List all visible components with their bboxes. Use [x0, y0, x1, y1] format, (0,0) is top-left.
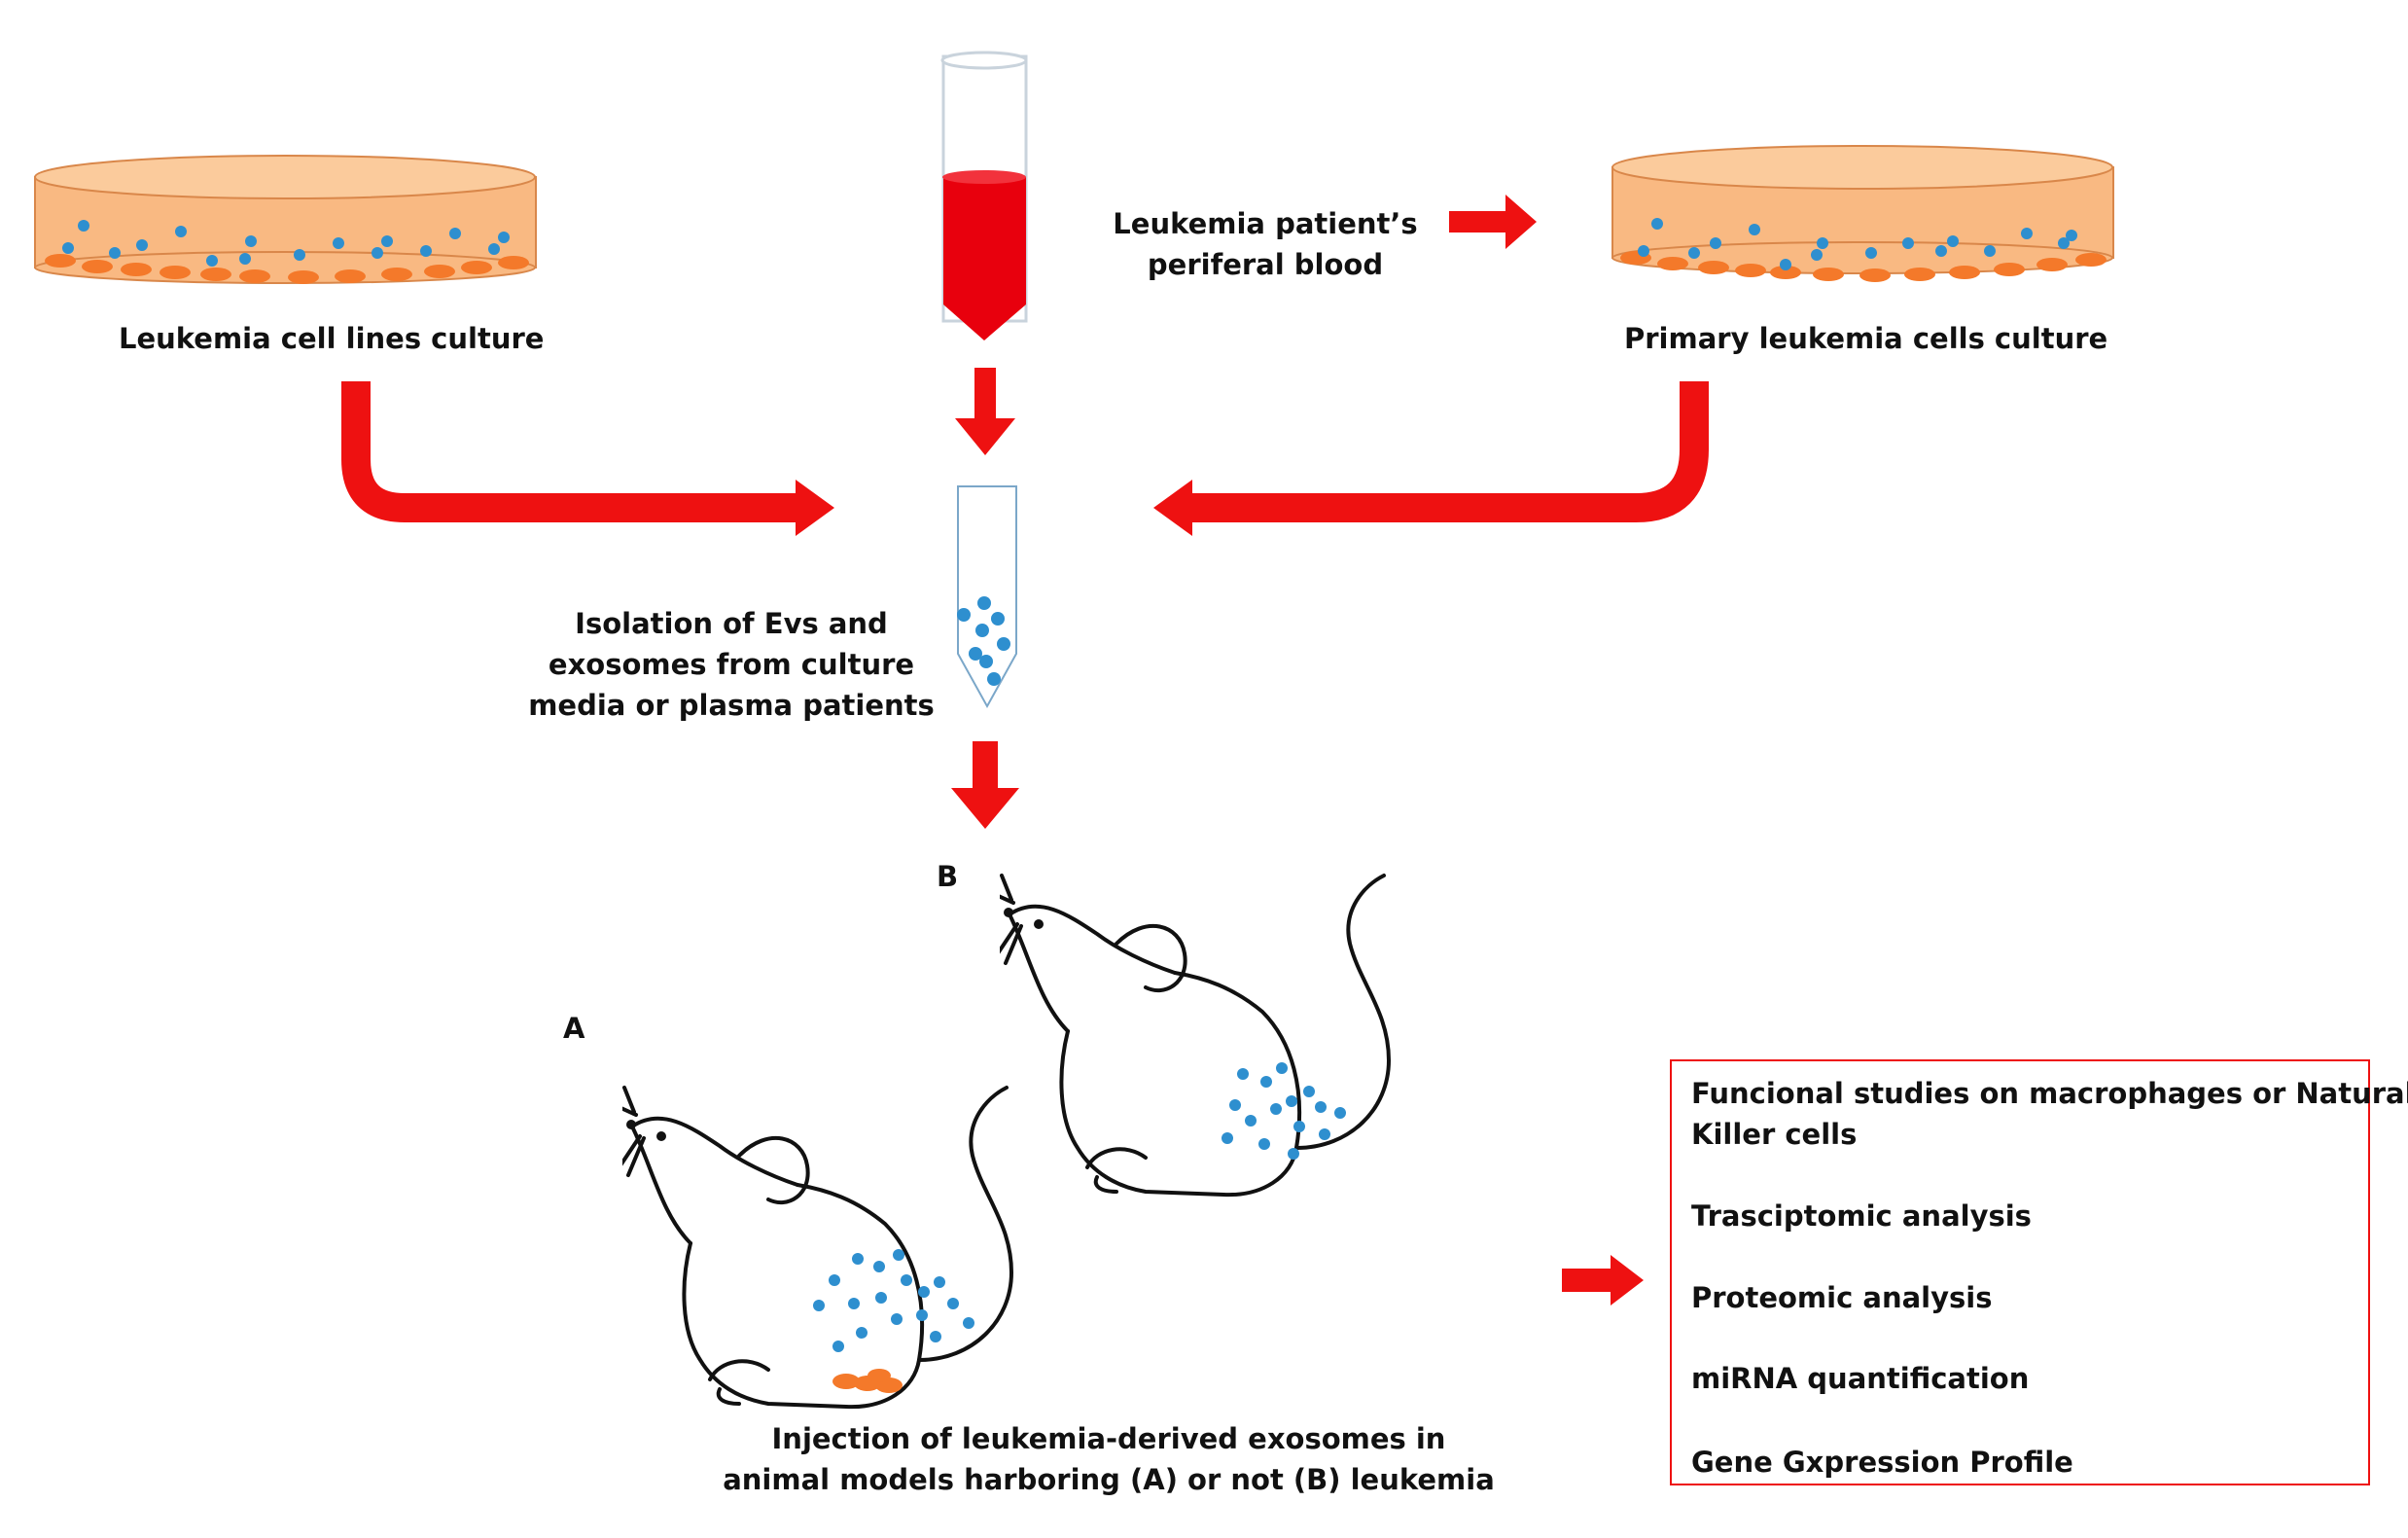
exosome-tube [957, 485, 1017, 709]
analysis-box: Funcional studies on macrophages or Natu… [1670, 1059, 2408, 1485]
primary-culture-label: Primary leukemia cells culture [1624, 322, 2108, 355]
blood-label: Leukemia patient’s periferal blood [1105, 203, 1426, 285]
cell-lines-dish [34, 155, 537, 284]
blood-tube [940, 51, 1028, 340]
injection-label-line1: Injection of leukemia-derived exosomes i… [771, 1422, 1446, 1455]
isolation-label-line2: exosomes from culture [548, 648, 915, 681]
arrow-cell-lines-to-exosomes [341, 381, 834, 536]
analysis-item-transcriptomic: Trasciptomic analysis [1691, 1199, 2032, 1233]
mouse-b [1000, 874, 1391, 1198]
analysis-item-gene-expression: Gene Gxpression Profile [1691, 1446, 2073, 1479]
mouse-a-label: A [563, 1012, 585, 1045]
injection-label-line2: animal models harboring (A) or not (B) l… [723, 1463, 1495, 1496]
mouse-a [622, 1086, 1013, 1410]
cell-lines-label: Leukemia cell lines culture [119, 322, 545, 355]
arrow-exosomes-down [951, 741, 1019, 829]
analysis-item-functional: Funcional studies on macrophages or Natu… [1691, 1073, 2408, 1155]
analysis-item-mirna: miRNA quantification [1691, 1362, 2030, 1395]
blood-label-line2: periferal blood [1147, 248, 1384, 281]
primary-culture-dish [1611, 145, 2114, 282]
mouse-b-label: B [937, 860, 959, 893]
arrow-primary-to-exosomes [1153, 381, 1709, 536]
arrow-blood-to-primary [1449, 195, 1537, 249]
analysis-item-functional-line2: Killer cells [1691, 1118, 1858, 1151]
injection-label: Injection of leukemia-derived exosomes i… [723, 1418, 1495, 1500]
arrow-tube-down [955, 368, 1015, 455]
isolation-label-line1: Isolation of Evs and [575, 607, 888, 640]
arrow-to-analyses [1562, 1255, 1644, 1306]
blood-label-line1: Leukemia patient’s [1113, 207, 1418, 240]
isolation-label-line3: media or plasma patients [528, 689, 935, 722]
isolation-label: Isolation of Evs and exosomes from cultu… [528, 603, 935, 726]
analysis-item-proteomic: Proteomic analysis [1691, 1281, 1993, 1314]
analysis-item-functional-line1: Funcional studies on macrophages or Natu… [1691, 1077, 2408, 1110]
